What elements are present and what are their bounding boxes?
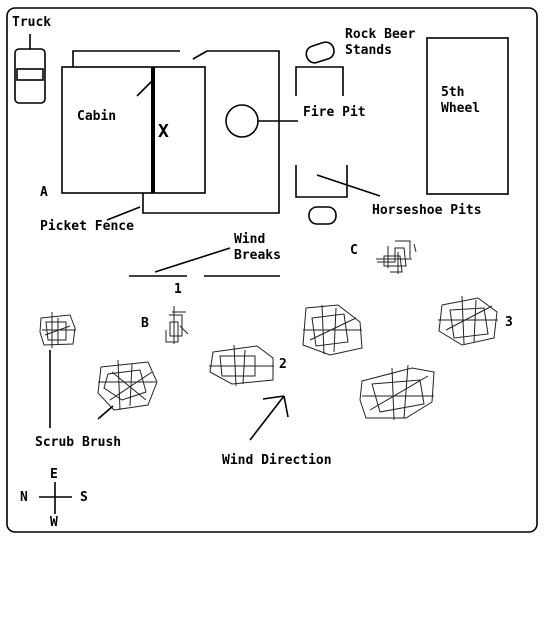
compass-south: S [80,490,88,505]
scrub-brush-pointer-lower [97,405,114,420]
fence-gate [192,50,208,60]
scrub-brush-b [165,306,189,344]
x-mark: X [158,121,169,142]
horseshoe-pits-label: Horseshoe Pits [372,203,482,218]
map-border [6,7,538,533]
point-c-label: C [350,243,358,258]
scrub-brush-c [376,240,417,274]
rock-beer-stand-bottom [308,206,337,225]
scrub-brush-lower-right [359,364,435,421]
fifth-wheel-label: 5th Wheel [441,85,480,116]
scrub-brush-left [39,312,76,348]
point-b-label: B [141,316,149,331]
scrub-brush-2 [209,344,274,387]
wind-breaks-label: Wind Breaks [234,232,281,263]
compass: E N S W [20,467,88,530]
compass-east: E [50,467,58,482]
horseshoe-pit-top [295,66,344,96]
rock-beer-stand-top [305,41,335,64]
point-a-label: A [40,185,48,200]
marker-2-label: 2 [279,357,287,372]
picket-fence-pointer [106,206,141,221]
truck-icon [14,34,46,104]
cabin-label: Cabin [77,109,116,124]
compass-west: W [50,515,58,530]
fire-pit [225,104,259,138]
wind-direction-label: Wind Direction [222,453,332,468]
truck-label: Truck [12,15,51,30]
horseshoe-pointer [316,174,381,197]
wind-breaks-pointer [154,247,231,273]
scrub-brush-lower-left [97,359,158,411]
cabin [61,66,206,194]
wind-direction-arrow [249,395,289,441]
marker-1-label: 1 [174,282,182,297]
picket-fence-label: Picket Fence [40,219,134,234]
fifth-wheel [426,37,509,195]
scrub-brush-center [302,304,363,356]
cabin-pointer [136,79,154,97]
fire-pit-label: Fire Pit [303,105,366,120]
rock-beer-stands-label: Rock Beer Stands [345,27,423,58]
scrub-brush-3 [438,295,498,346]
scrub-brush-label: Scrub Brush [35,435,121,450]
horseshoe-pit-bottom [295,165,348,198]
picket-fence [72,50,280,214]
compass-north: N [20,490,28,505]
marker-3-label: 3 [505,315,513,330]
